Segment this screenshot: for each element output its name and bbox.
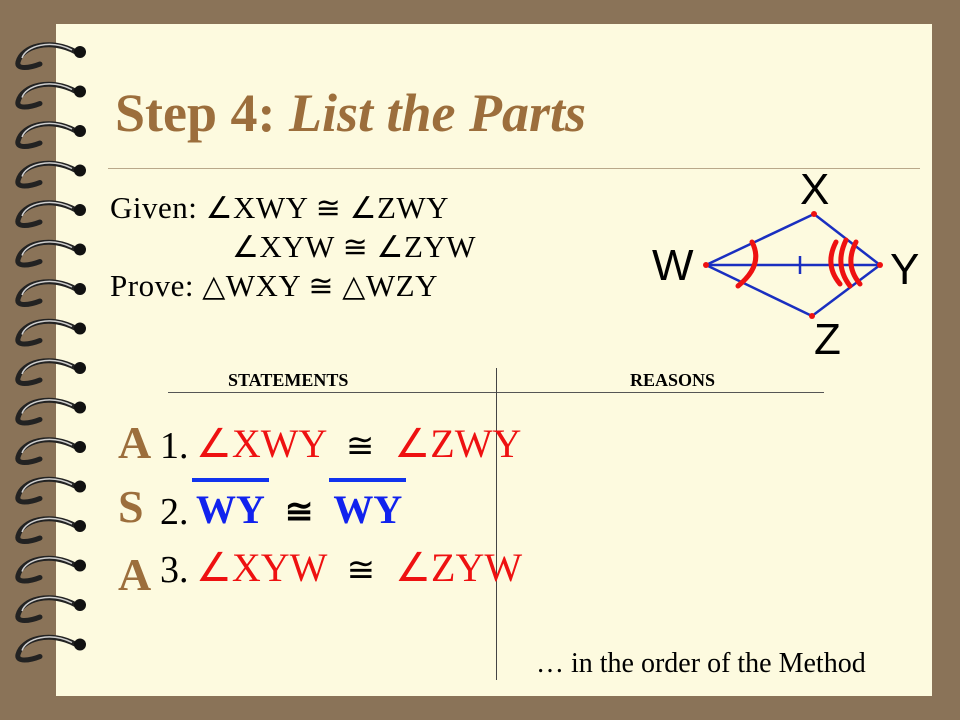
statements-header: STATEMENTS: [228, 370, 349, 390]
statement-3-left: XYW: [231, 545, 327, 590]
angle-marks: [735, 237, 863, 289]
method-letter-3: A: [118, 549, 152, 600]
triangle-icon: △: [202, 270, 226, 303]
diagram-edges: [705, 212, 881, 318]
spiral-ring-icon: [15, 595, 86, 623]
given-1-right: ZWY: [376, 190, 450, 225]
method-order-note: … in the order of the Method: [536, 648, 866, 679]
reasons-header: REASONS: [630, 370, 716, 390]
spiral-ring-icon: [15, 318, 86, 347]
label-x: X: [800, 168, 829, 214]
notebook-page: [56, 24, 932, 696]
spiral-ring-icon: [15, 160, 86, 189]
angle-icon: ∠: [196, 545, 232, 590]
angle-icon: ∠: [349, 192, 377, 225]
angle-icon: ∠: [394, 421, 431, 466]
prove-right: WZY: [365, 268, 438, 303]
spiral-binding: [15, 42, 86, 663]
congruent-icon: ≅: [342, 231, 369, 264]
kite-diagram: X W Y Z: [652, 168, 919, 364]
vertex-dots: [703, 211, 883, 319]
statement-3: ∠XYW ≅ ∠ZYW: [196, 544, 522, 591]
page-title: Step 4: List the Parts: [115, 82, 586, 144]
given-2-right: ZYW: [403, 229, 477, 264]
given-label: Given:: [110, 190, 198, 225]
spiral-ring-icon: [15, 555, 86, 584]
method-letter-2: S: [118, 481, 144, 532]
spiral-ring-icon: [15, 42, 86, 70]
spiral-ring-icon: [15, 239, 86, 268]
angle-icon: ∠: [205, 192, 234, 225]
title-step: Step 4:: [115, 83, 276, 143]
congruent-icon: ≅: [308, 270, 335, 303]
spiral-ring-icon: [15, 437, 86, 465]
given-2-left: XYW: [259, 229, 335, 264]
spiral-ring-icon: [15, 279, 86, 307]
spiral-ring-icon: [15, 516, 86, 544]
statement-1-left: XWY: [231, 421, 326, 466]
triangle-icon: △: [342, 270, 366, 303]
method-letter-1: A: [118, 417, 152, 468]
label-w: W: [652, 241, 694, 290]
prove-label: Prove:: [110, 268, 194, 303]
statement-2: WY ≅ WY: [192, 478, 407, 533]
spiral-ring-icon: [15, 634, 86, 663]
title-subtitle: List the Parts: [289, 83, 587, 143]
given-line-2: ∠XYW ≅ ∠ZYW: [232, 229, 476, 265]
statement-2-right: WY: [329, 478, 407, 532]
given-1-left: XWY: [233, 190, 308, 225]
angle-icon: ∠: [376, 231, 404, 264]
title-divider: [108, 168, 920, 169]
spiral-ring-icon: [15, 121, 86, 149]
prove-line: Prove: △WXY ≅ △WZY: [110, 268, 438, 304]
spiral-ring-icon: [15, 476, 86, 505]
statement-1-right: ZWY: [430, 421, 522, 466]
label-z: Z: [814, 315, 841, 364]
prove-left: WXY: [225, 268, 301, 303]
angle-icon: ∠: [395, 545, 432, 590]
statement-3-right: ZYW: [431, 545, 523, 590]
angle-icon: ∠: [196, 421, 232, 466]
congruent-icon: ≅: [346, 552, 376, 589]
congruent-icon: ≅: [345, 428, 375, 465]
statement-number-2: 2.: [160, 491, 189, 533]
congruent-icon: ≅: [315, 192, 342, 225]
congruent-icon: ≅: [284, 494, 314, 531]
statement-number-1: 1.: [160, 425, 189, 467]
spiral-ring-icon: [15, 200, 86, 228]
spiral-ring-icon: [15, 397, 86, 426]
angle-icon: ∠: [232, 231, 260, 264]
statement-1: ∠XWY ≅ ∠ZWY: [196, 420, 521, 467]
label-y: Y: [890, 245, 919, 294]
table-column-divider: [496, 368, 497, 680]
statement-2-left: WY: [192, 478, 269, 532]
given-line-1: Given: ∠XWY ≅ ∠ZWY: [110, 190, 449, 226]
statement-number-3: 3.: [160, 549, 189, 591]
spiral-ring-icon: [15, 358, 86, 386]
spiral-ring-icon: [15, 81, 86, 110]
